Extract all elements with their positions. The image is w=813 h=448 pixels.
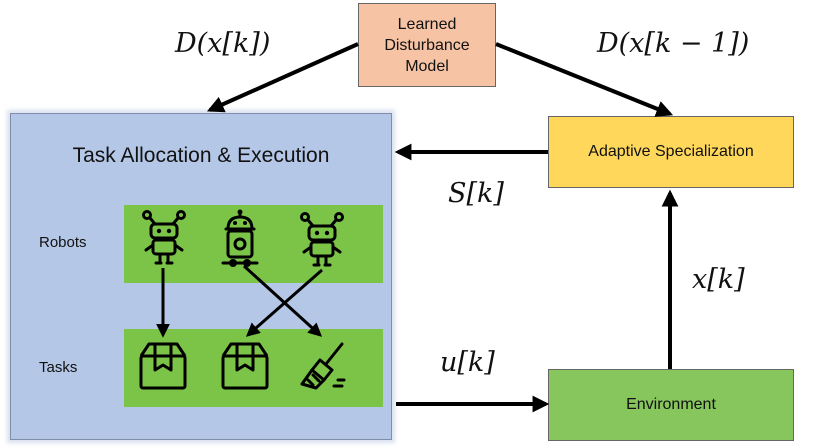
robot-antenna-icon	[142, 210, 186, 265]
adaptive-specialization-label: Adaptive Specialization	[588, 143, 754, 160]
tasks-row-label: Tasks	[39, 359, 78, 376]
model-label-line2: Disturbance	[384, 36, 470, 54]
box-icon	[221, 342, 269, 390]
environment-label: Environment	[626, 396, 716, 413]
input-signal-label: u[k]	[440, 347, 495, 378]
disturbance-previous-label: D(x[k − 1])	[597, 28, 750, 59]
allocation-arrow-robot2-task3	[242, 264, 323, 337]
disturbance-current-label: D(x[k])	[175, 28, 271, 59]
robot-antenna-icon	[300, 212, 344, 267]
robots-row-label: Robots	[39, 234, 87, 251]
adaptive-specialization-box: Adaptive Specialization	[548, 116, 794, 188]
specialization-signal-label: S[k]	[448, 178, 504, 209]
state-signal-label: x[k]	[692, 264, 745, 295]
environment-box: Environment	[548, 369, 794, 441]
model-label-line3: Model	[405, 57, 449, 75]
robot-tall-icon	[221, 209, 259, 267]
arrow-model-to-adaptive	[495, 42, 674, 117]
box-icon	[139, 342, 187, 390]
learned-disturbance-model-box: Learned Disturbance Model	[358, 3, 496, 87]
broom-icon	[300, 342, 346, 390]
task-panel-title: Task Allocation & Execution	[72, 144, 330, 167]
arrow-model-to-panel	[206, 42, 359, 113]
model-label-line1: Learned	[397, 15, 457, 33]
